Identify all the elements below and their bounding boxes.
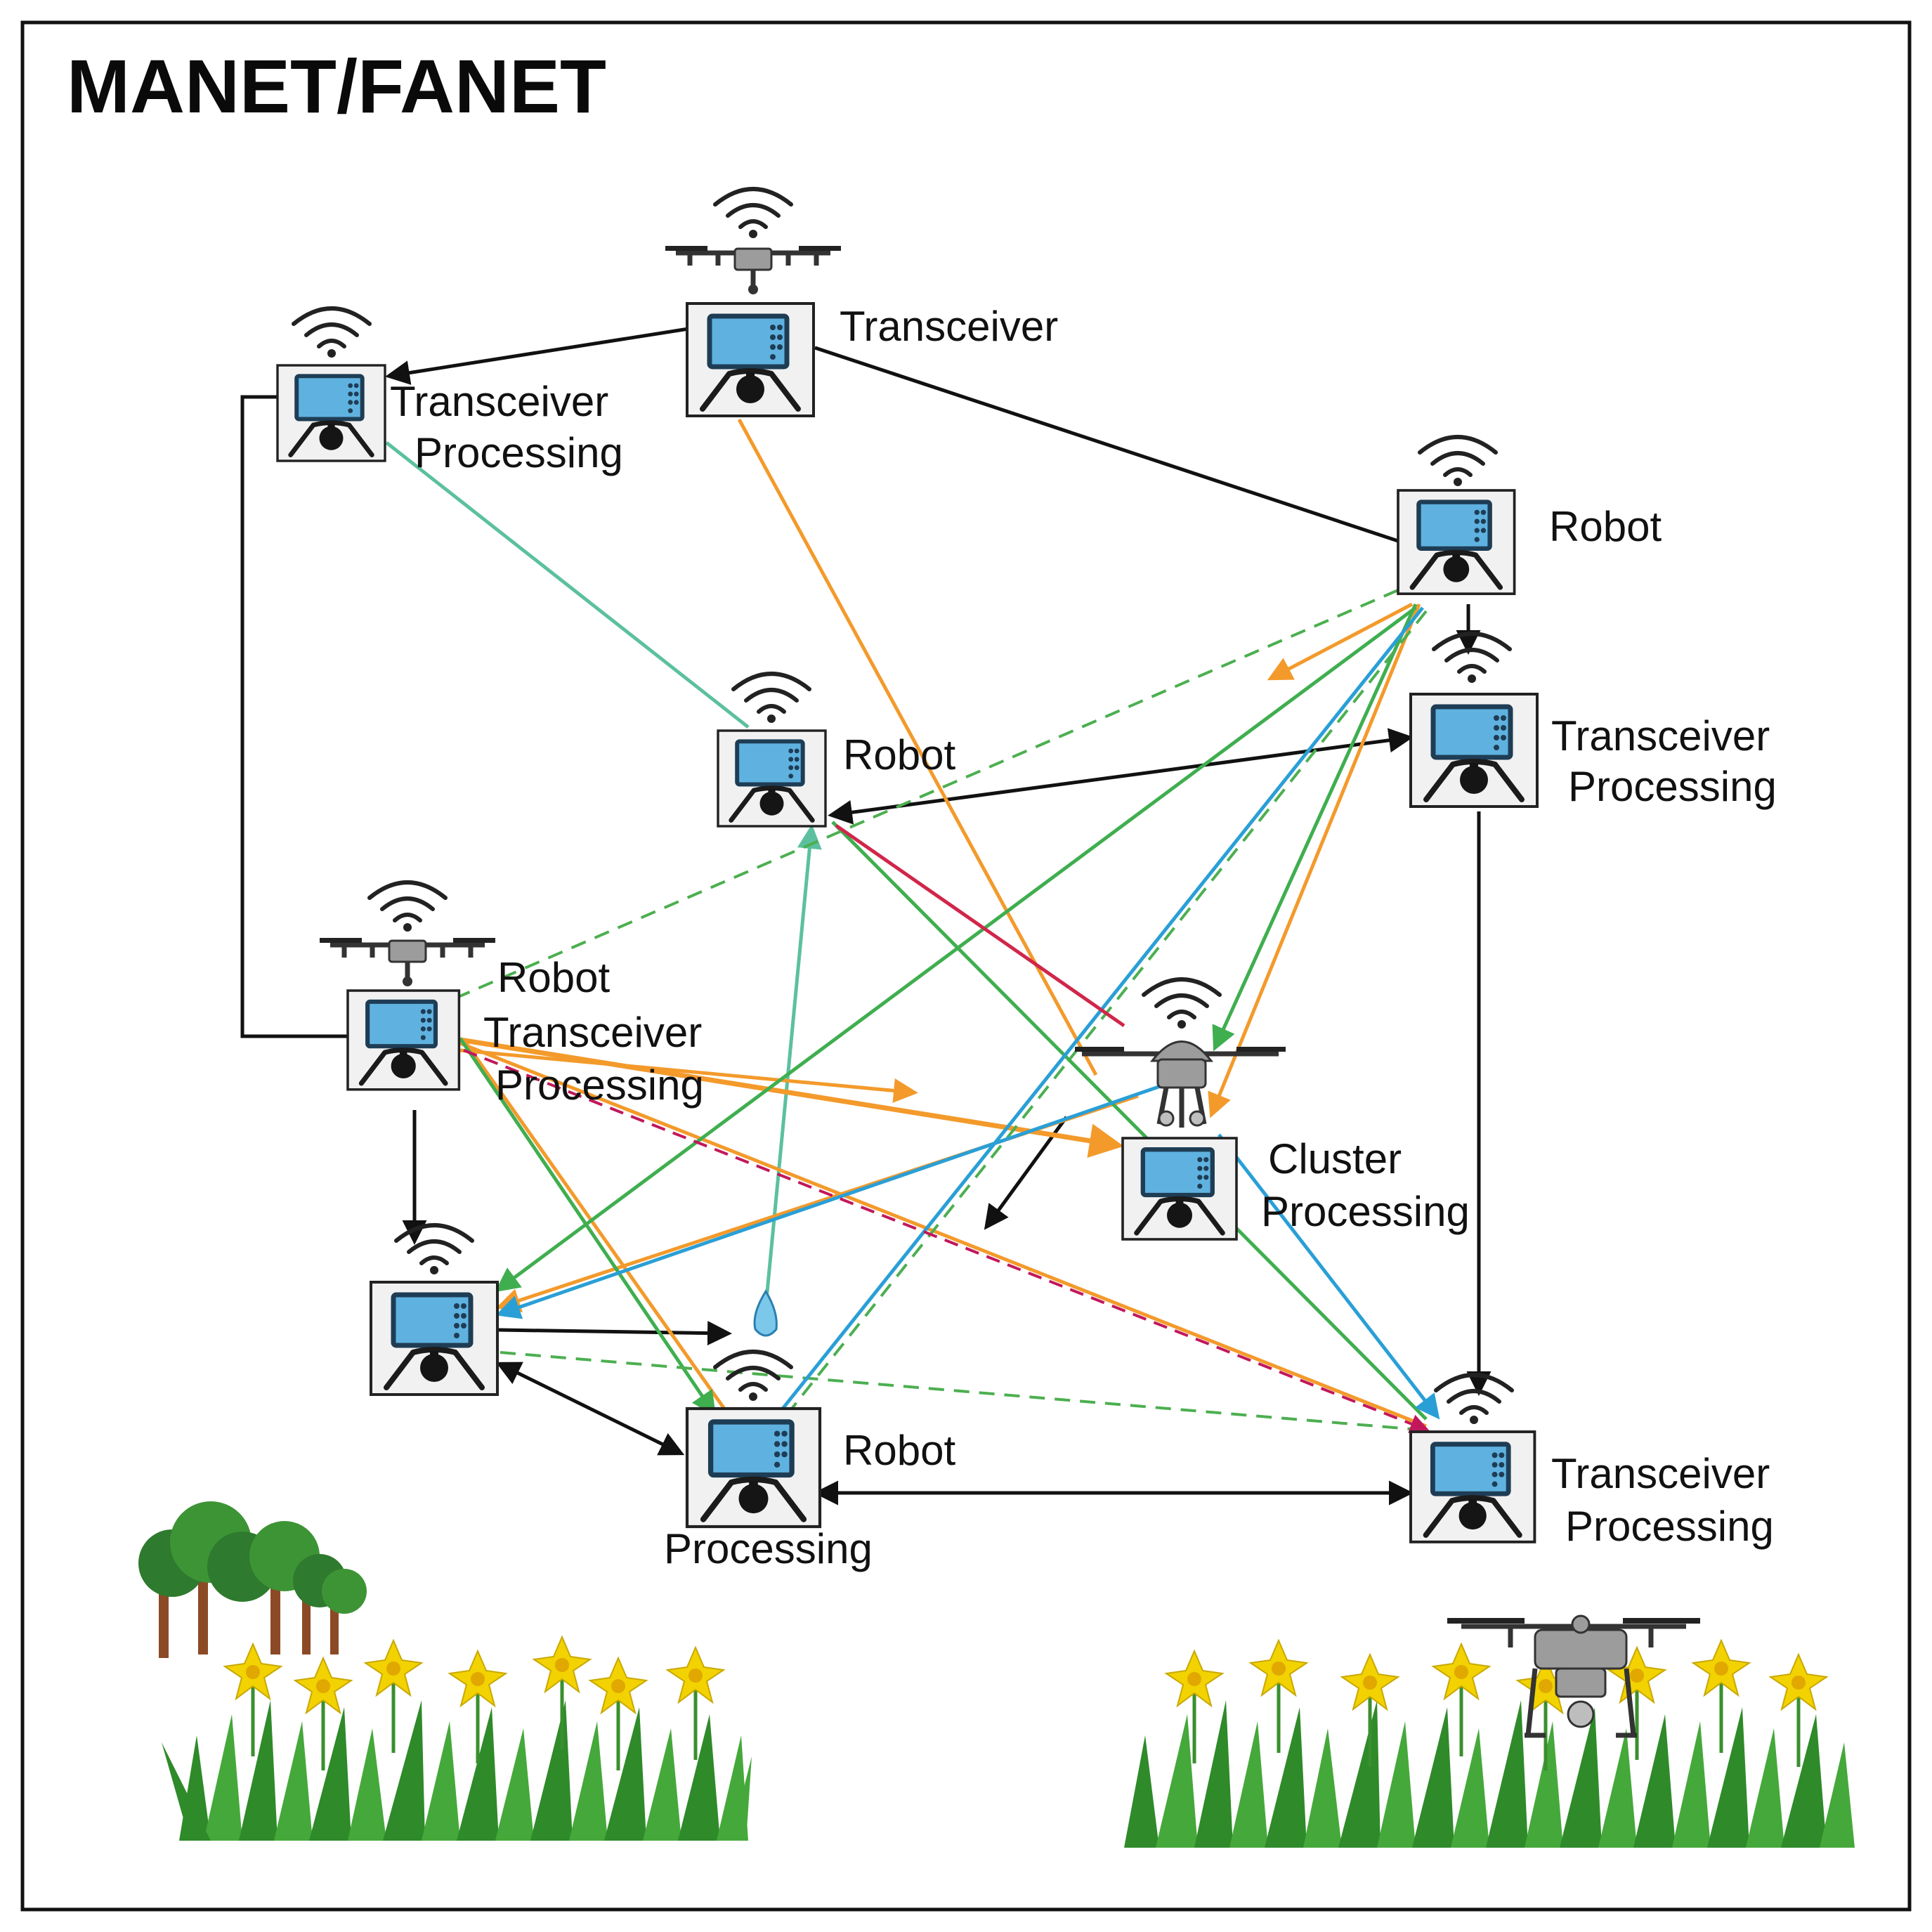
node-top-label-1: Transceiver <box>840 303 1058 350</box>
flower-field-right <box>1124 1640 1855 1848</box>
node-left-mid-label-1: Robot <box>497 954 610 1001</box>
node-upper-left-label-2: Processing <box>415 429 623 476</box>
link-top-to-righttop <box>814 346 1399 543</box>
link-righttop-back-orange <box>1267 602 1414 681</box>
link-lowerleft-bottomcenter <box>495 1362 685 1456</box>
node-right-mid-label-1: Transceiver <box>1551 712 1770 759</box>
node-bottom-right: Transceiver Processing <box>1411 1375 1774 1550</box>
tree-icon <box>138 1501 367 1658</box>
link-center-rightmid <box>828 728 1414 825</box>
node-left-mid-label-2: Transceiver <box>483 1009 702 1056</box>
link-center-to-bottomright-green <box>831 821 1428 1421</box>
link-leftmid-to-bottomcenter-green <box>458 1037 716 1416</box>
node-right-mid: Transceiver Processing <box>1411 634 1777 810</box>
node-bottom-right-label-1: Transceiver <box>1551 1450 1770 1497</box>
robot-box-icon <box>1411 694 1537 807</box>
link-righttop-to-cluster-orange <box>1208 603 1421 1118</box>
robot-box-icon <box>718 731 825 826</box>
node-right-mid-label-2: Processing <box>1568 763 1777 810</box>
field-drone-icon <box>1447 1614 1700 1738</box>
link-leftmid-to-bottomright-orange <box>459 1041 1427 1428</box>
node-cluster: Cluster Processing <box>1075 979 1470 1239</box>
robot-box-icon <box>1411 1432 1534 1542</box>
link-dashed-lowerleft-bottomright <box>500 1351 1420 1431</box>
robot-box-icon <box>371 1282 497 1395</box>
robot-box-icon <box>1398 490 1515 594</box>
robot-box-icon <box>1123 1138 1236 1239</box>
link-cluster-to-bottomright-blue <box>1218 1133 1440 1420</box>
water-drop-icon <box>753 1289 778 1337</box>
node-center-label-1: Robot <box>843 731 955 778</box>
node-right-top-label-1: Robot <box>1549 503 1662 550</box>
network-links <box>240 327 1492 1506</box>
node-top: Transceiver <box>665 189 1058 416</box>
link-dashed-righttop-bottomcenter <box>782 610 1428 1421</box>
link-top-to-upperleft <box>385 327 689 385</box>
robot-box-icon <box>687 1409 820 1527</box>
link-leftmid-to-bottomright-magenta <box>463 1049 1430 1433</box>
node-bottom-center-label-1: Robot <box>843 1427 955 1474</box>
diagram-title: MANET/FANET <box>67 44 606 129</box>
link-righttop-to-cluster-green <box>1212 603 1418 1052</box>
node-bottom-center-label-2: Processing <box>664 1525 873 1572</box>
robot-box-icon <box>687 303 814 416</box>
node-upper-left-label-1: Transceiver <box>390 378 608 425</box>
node-bottom-right-label-2: Processing <box>1565 1503 1774 1550</box>
node-upper-left: Transceiver Processing <box>278 308 623 476</box>
node-left-mid: Robot Transceiver Processing <box>320 882 704 1109</box>
node-center: Robot <box>718 674 955 826</box>
node-bottom-center: Robot Processing <box>664 1352 955 1572</box>
node-cluster-label-1: Cluster <box>1268 1135 1402 1182</box>
link-upperleft-to-center <box>385 441 750 729</box>
link-leftmid-to-bottomcenter-orange <box>462 1038 736 1424</box>
node-right-top: Robot <box>1398 437 1662 594</box>
link-upperleft-to-leftmid <box>240 395 348 1038</box>
robot-box-icon <box>278 365 385 461</box>
link-lowerleft-to-water <box>498 1321 732 1346</box>
link-center-to-cluster-red <box>835 823 1125 1028</box>
link-leftmid-arrow-mid <box>459 1048 918 1103</box>
link-dashed-righttop-leftmid <box>456 589 1399 999</box>
link-water-to-center <box>764 824 822 1307</box>
flower-field-left <box>162 1637 752 1841</box>
node-left-mid-label-3: Processing <box>495 1062 704 1109</box>
cluster-drone-icon <box>1075 1040 1286 1128</box>
node-cluster-label-2: Processing <box>1261 1188 1470 1235</box>
robot-box-icon <box>348 991 459 1090</box>
link-cluster-to-lowerleft-blue <box>495 1083 1163 1319</box>
